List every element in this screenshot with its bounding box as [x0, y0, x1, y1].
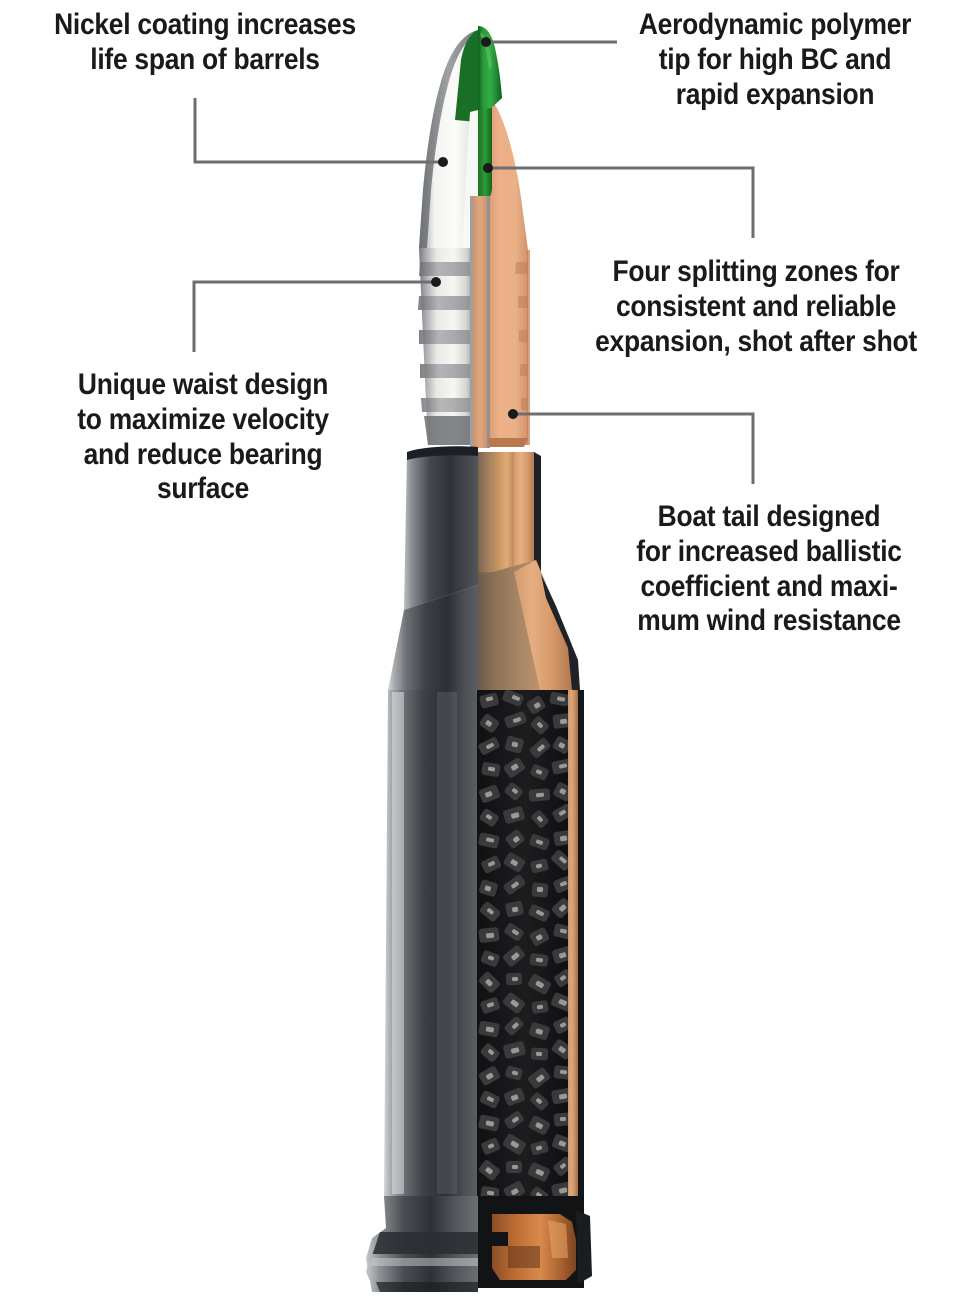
waist-grooves-right	[515, 262, 528, 410]
bullet-waist-left	[419, 248, 470, 445]
dot-splitting-zones	[483, 163, 493, 173]
bullet-right-edge	[527, 250, 530, 445]
primer-highlight	[548, 1220, 568, 1258]
bullet-copper-cutaway	[487, 92, 528, 445]
dot-boat-tail	[508, 409, 518, 419]
case-interior-wall-right	[568, 690, 578, 1200]
seated-bullet-base	[478, 452, 514, 572]
case-mouth-rim	[407, 446, 478, 460]
case-shoulder-left	[388, 585, 478, 690]
case-rim-highlight	[370, 1258, 478, 1266]
dot-polymer-tip	[481, 37, 491, 47]
case-head-outer-right	[576, 1210, 592, 1284]
case-neck-outer-right	[534, 452, 541, 576]
case-body-left	[384, 690, 478, 1196]
bullet-core-seam-right	[487, 196, 490, 448]
bullet-core-seam-left	[470, 196, 473, 448]
bullet-jacket-left-edge	[419, 30, 478, 248]
callout-polymer-tip: Aerodynamic polymer tip for high BC and …	[638, 8, 912, 111]
polymer-tip-shank	[478, 108, 492, 202]
primer-pocket-shadow	[508, 1246, 540, 1268]
callout-splitting-zones: Four splitting zones for consistent and …	[595, 255, 917, 358]
case-body-highlight2	[437, 692, 457, 1194]
leader-splitting-zones	[488, 166, 755, 238]
leader-boat-tail	[513, 412, 755, 484]
leader-waist-design	[192, 280, 436, 352]
dot-waist-design	[431, 277, 441, 287]
bullet-base-shadow-left	[424, 416, 470, 445]
case-neck-wall-right	[514, 452, 536, 572]
bullet-core-strip	[472, 196, 488, 448]
leader-nickel-coating	[193, 98, 443, 164]
callout-waist-design: Unique waist design to maximize velocity…	[77, 368, 329, 506]
extractor-groove	[372, 1232, 478, 1256]
waist-grooves-left	[418, 262, 470, 412]
case-body-highlight	[392, 692, 404, 1194]
cartridge-case-assembly	[366, 446, 592, 1292]
polymer-tip-highlight	[480, 32, 492, 70]
callout-nickel-coating: Nickel coating increases life span of ba…	[54, 8, 356, 76]
bullet-assembly	[418, 26, 530, 448]
polymer-tip	[478, 26, 502, 112]
leader-lines	[192, 40, 755, 484]
leader-dots	[431, 37, 518, 419]
powder-granules	[478, 690, 574, 1204]
bullet-boat-tail	[487, 438, 528, 447]
case-shoulder-outer-right	[541, 574, 580, 690]
case-rim-bottom-shadow	[376, 1282, 478, 1292]
callout-boat-tail: Boat tail designed for increased ballist…	[636, 500, 902, 638]
case-neck-left	[404, 452, 478, 610]
polymer-tip-left	[455, 30, 478, 122]
case-shoulder-wall-right	[514, 560, 574, 690]
dot-nickel-coating	[438, 157, 448, 167]
